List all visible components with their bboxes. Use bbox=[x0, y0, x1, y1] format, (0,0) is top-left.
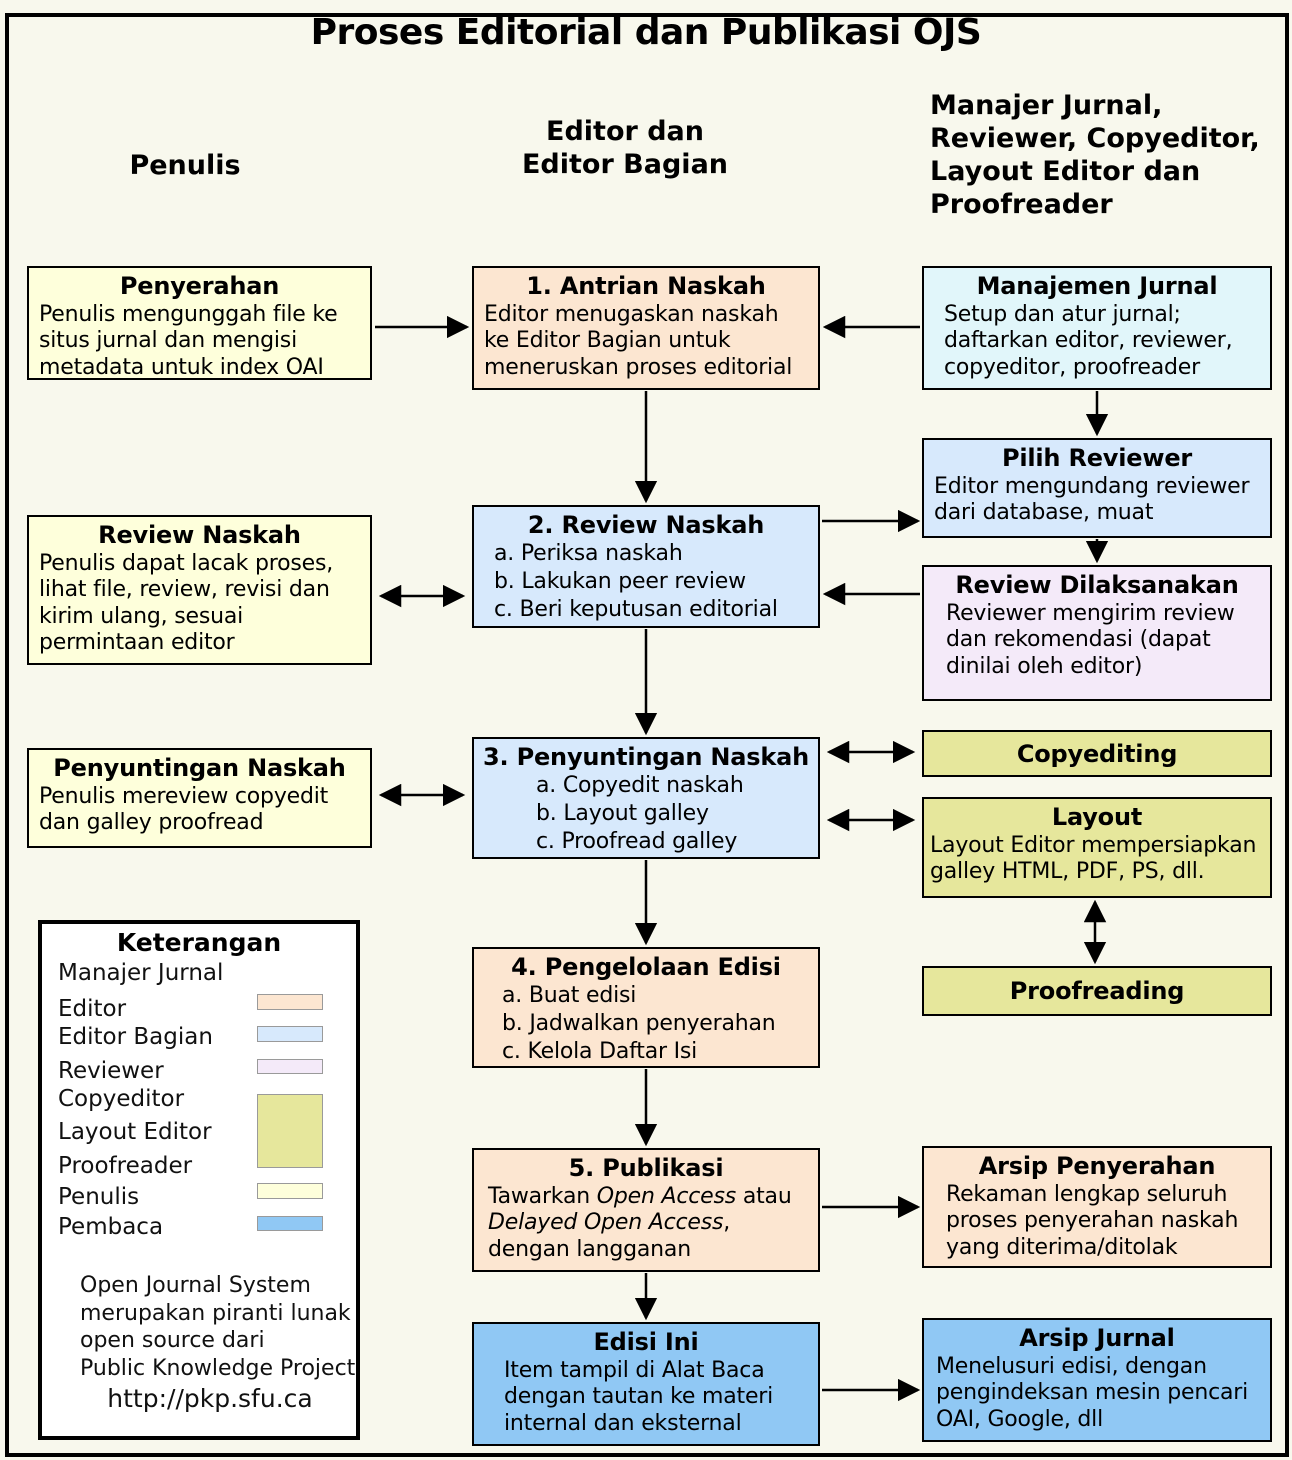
box-body: Menelusuri edisi, dengan pengindeksan me… bbox=[936, 1353, 1249, 1432]
box-items: a. Buat edisi b. Jadwalkan penyerahan c.… bbox=[474, 982, 818, 1066]
legend-url: http://pkp.sfu.ca bbox=[107, 1384, 313, 1413]
list-item: c. Proofread galley bbox=[536, 829, 738, 855]
box-copyediting: Copyediting bbox=[922, 730, 1272, 777]
legend-swatch-pembaca bbox=[257, 1216, 323, 1231]
box-title: Review Naskah bbox=[98, 521, 301, 549]
box-title: Penyuntingan Naskah bbox=[53, 754, 346, 782]
legend-swatch-editor bbox=[257, 994, 323, 1010]
list-item: c. Kelola Daftar Isi bbox=[502, 1039, 698, 1065]
list-item: a. Copyedit naskah bbox=[536, 772, 744, 798]
box-title: Arsip Penyerahan bbox=[978, 1152, 1216, 1180]
box-pengelolaan-edisi: 4. Pengelolaan Edisi a. Buat edisi b. Ja… bbox=[472, 947, 820, 1068]
legend-label-editor: Editor bbox=[58, 996, 127, 1022]
box-title: Edisi Ini bbox=[593, 1328, 699, 1356]
legend-label-pembaca: Pembaca bbox=[58, 1214, 164, 1240]
legend-swatch-penulis bbox=[257, 1183, 323, 1199]
box-review-dilaksanakan: Review Dilaksanakan Reviewer mengirim re… bbox=[922, 565, 1272, 701]
box-body: Rekaman lengkap seluruh proses penyeraha… bbox=[946, 1181, 1239, 1260]
box-title: 3. Penyuntingan Naskah bbox=[483, 743, 809, 771]
box-body: Editor mengundang reviewer dari database… bbox=[934, 473, 1250, 526]
legend-swatch-editor-bagian bbox=[257, 1026, 323, 1042]
text-part: Tawarkan bbox=[488, 1183, 597, 1209]
list-item: a. Periksa naskah bbox=[494, 540, 683, 566]
box-body: Tawarkan Open Access atau Delayed Open A… bbox=[474, 1183, 818, 1263]
box-title: Review Dilaksanakan bbox=[955, 571, 1239, 599]
box-title: Layout bbox=[1051, 803, 1143, 831]
list-item: c. Beri keputusan editorial bbox=[494, 597, 778, 623]
legend-swatch-copyeditor-layout-proofreader bbox=[257, 1094, 323, 1168]
list-item: b. Lakukan peer review bbox=[494, 568, 746, 594]
box-review-naskah: 2. Review Naskah a. Periksa naskah b. La… bbox=[472, 505, 820, 628]
box-title: Copyediting bbox=[1016, 740, 1178, 768]
legend-label-manajer-jurnal: Manajer Jurnal bbox=[58, 960, 224, 986]
box-body: Reviewer mengirim review dan rekomendasi… bbox=[946, 600, 1235, 679]
box-title: 1. Antrian Naskah bbox=[526, 272, 766, 300]
box-manajemen-jurnal: Manajemen Jurnal Setup dan atur jurnal; … bbox=[922, 266, 1272, 390]
box-body: Item tampil di Alat Baca dengan tautan k… bbox=[504, 1357, 774, 1436]
box-body: Penulis mengunggah file ke situs jurnal … bbox=[39, 301, 338, 380]
box-arsip-jurnal: Arsip Jurnal Menelusuri edisi, dengan pe… bbox=[922, 1318, 1272, 1442]
legend-label-editor-bagian: Editor Bagian bbox=[58, 1024, 213, 1050]
box-title: 4. Pengelolaan Edisi bbox=[511, 953, 781, 981]
box-title: Penyerahan bbox=[119, 272, 280, 300]
box-arsip-penyerahan: Arsip Penyerahan Rekaman lengkap seluruh… bbox=[922, 1146, 1272, 1268]
text-part-italic: Open Access bbox=[596, 1183, 737, 1209]
box-title: Arsip Jurnal bbox=[1019, 1324, 1175, 1352]
box-layout: Layout Layout Editor mempersiapkan galle… bbox=[922, 797, 1272, 898]
legend-label-layout-editor: Layout Editor bbox=[58, 1119, 212, 1145]
box-edisi-ini: Edisi Ini Item tampil di Alat Baca denga… bbox=[472, 1322, 820, 1446]
column-header-penulis: Penulis bbox=[129, 150, 241, 181]
box-pilih-reviewer: Pilih Reviewer Editor mengundang reviewe… bbox=[922, 438, 1272, 538]
legend-title: Keterangan bbox=[116, 928, 282, 957]
box-publikasi: 5. Publikasi Tawarkan Open Access atau D… bbox=[472, 1148, 820, 1272]
box-penyuntingan-naskah: 3. Penyuntingan Naskah a. Copyedit naska… bbox=[472, 737, 820, 859]
box-antrian-naskah: 1. Antrian Naskah Editor menugaskan nask… bbox=[472, 266, 820, 390]
text-part-italic: Delayed Open Access bbox=[488, 1210, 724, 1236]
list-item: b. Jadwalkan penyerahan bbox=[502, 1010, 776, 1036]
box-items: a. Copyedit naskah b. Layout galley c. P… bbox=[474, 772, 818, 856]
box-title: 2. Review Naskah bbox=[527, 511, 765, 539]
box-body: Layout Editor mempersiapkan galley HTML,… bbox=[930, 832, 1257, 885]
box-penyuntingan-naskah-penulis: Penyuntingan Naskah Penulis mereview cop… bbox=[27, 748, 372, 848]
box-title: Manajemen Jurnal bbox=[976, 272, 1218, 300]
list-item: a. Buat edisi bbox=[502, 982, 637, 1008]
list-item: b. Layout galley bbox=[536, 800, 709, 826]
box-body: Setup dan atur jurnal; daftarkan editor,… bbox=[944, 301, 1233, 380]
box-penyerahan: Penyerahan Penulis mengunggah file ke si… bbox=[27, 266, 372, 380]
legend-label-copyeditor: Copyeditor bbox=[58, 1086, 185, 1112]
box-body: Penulis mereview copyedit dan galley pro… bbox=[39, 783, 329, 836]
box-items: a. Periksa naskah b. Lakukan peer review… bbox=[474, 540, 818, 624]
text-part: atau bbox=[742, 1183, 792, 1209]
box-title: Proofreading bbox=[1009, 977, 1185, 1005]
box-review-naskah-penulis: Review Naskah Penulis dapat lacak proses… bbox=[27, 515, 372, 665]
legend-label-penulis: Penulis bbox=[58, 1184, 140, 1210]
box-body: Penulis dapat lacak proses, lihat file, … bbox=[39, 550, 334, 655]
box-body: Editor menugaskan naskah ke Editor Bagia… bbox=[484, 301, 793, 380]
column-header-editor: Editor dan Editor Bagian bbox=[521, 116, 729, 180]
text-part: , dengan langganan bbox=[488, 1210, 731, 1262]
box-title: Pilih Reviewer bbox=[1001, 444, 1193, 472]
column-header-manajer: Manajer Jurnal, Reviewer, Copyeditor, La… bbox=[930, 90, 1260, 220]
legend-label-proofreader: Proofreader bbox=[58, 1153, 193, 1179]
legend-footer-text: Open Journal System merupakan piranti lu… bbox=[80, 1273, 356, 1382]
box-proofreading: Proofreading bbox=[922, 966, 1272, 1016]
legend-label-reviewer: Reviewer bbox=[58, 1058, 164, 1084]
legend-swatch-reviewer bbox=[257, 1059, 323, 1074]
diagram-title: Proses Editorial dan Publikasi OJS bbox=[310, 12, 982, 53]
box-title: 5. Publikasi bbox=[568, 1154, 724, 1182]
